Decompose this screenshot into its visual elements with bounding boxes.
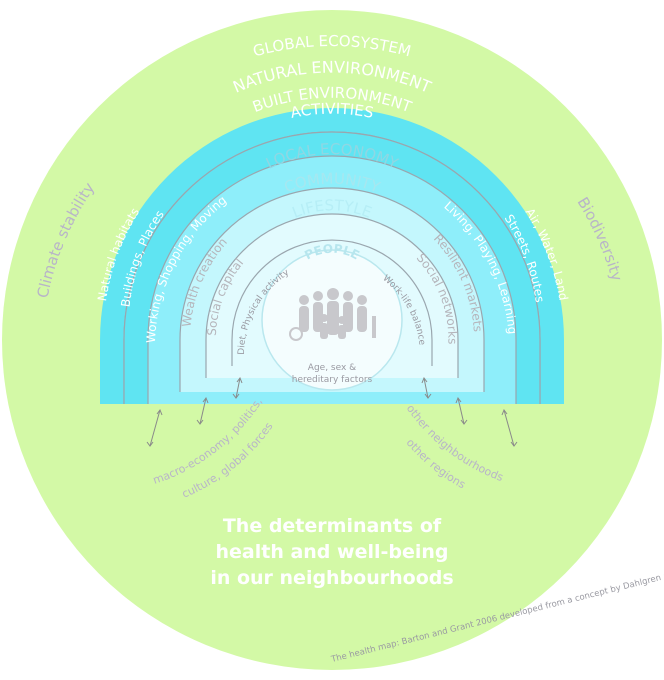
people-caption-line-2: hereditary factors	[292, 375, 373, 385]
main-caption-line-3: in our neighbourhoods	[210, 567, 453, 589]
people-caption-line-1: Age, sex &	[308, 363, 356, 373]
main-caption-line-2: health and well-being	[215, 541, 448, 563]
main-caption-line-1: The determinants of	[223, 515, 442, 537]
people-label: PEOPLE	[302, 242, 361, 263]
activities-label: ACTIVITIES	[289, 100, 375, 122]
people-group-icon	[289, 288, 376, 341]
link-arrows	[146, 376, 518, 447]
